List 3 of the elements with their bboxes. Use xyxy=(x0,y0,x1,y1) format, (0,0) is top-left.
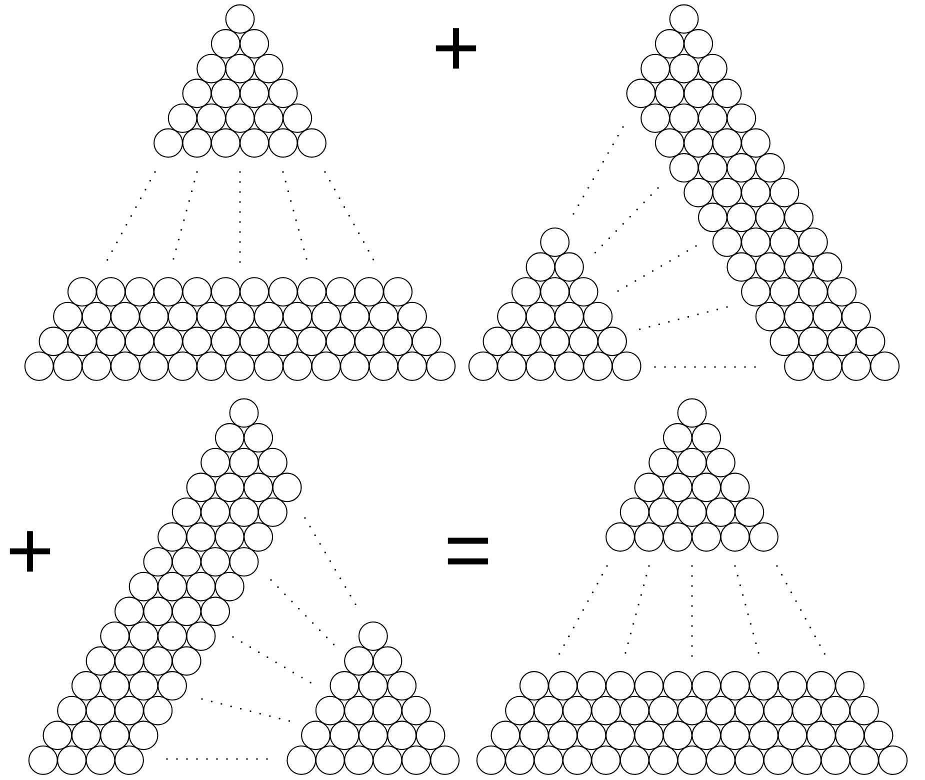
plus-sign: + xyxy=(436,28,476,69)
plus-sign: + xyxy=(10,531,50,572)
equals-sign: = xyxy=(448,538,488,564)
